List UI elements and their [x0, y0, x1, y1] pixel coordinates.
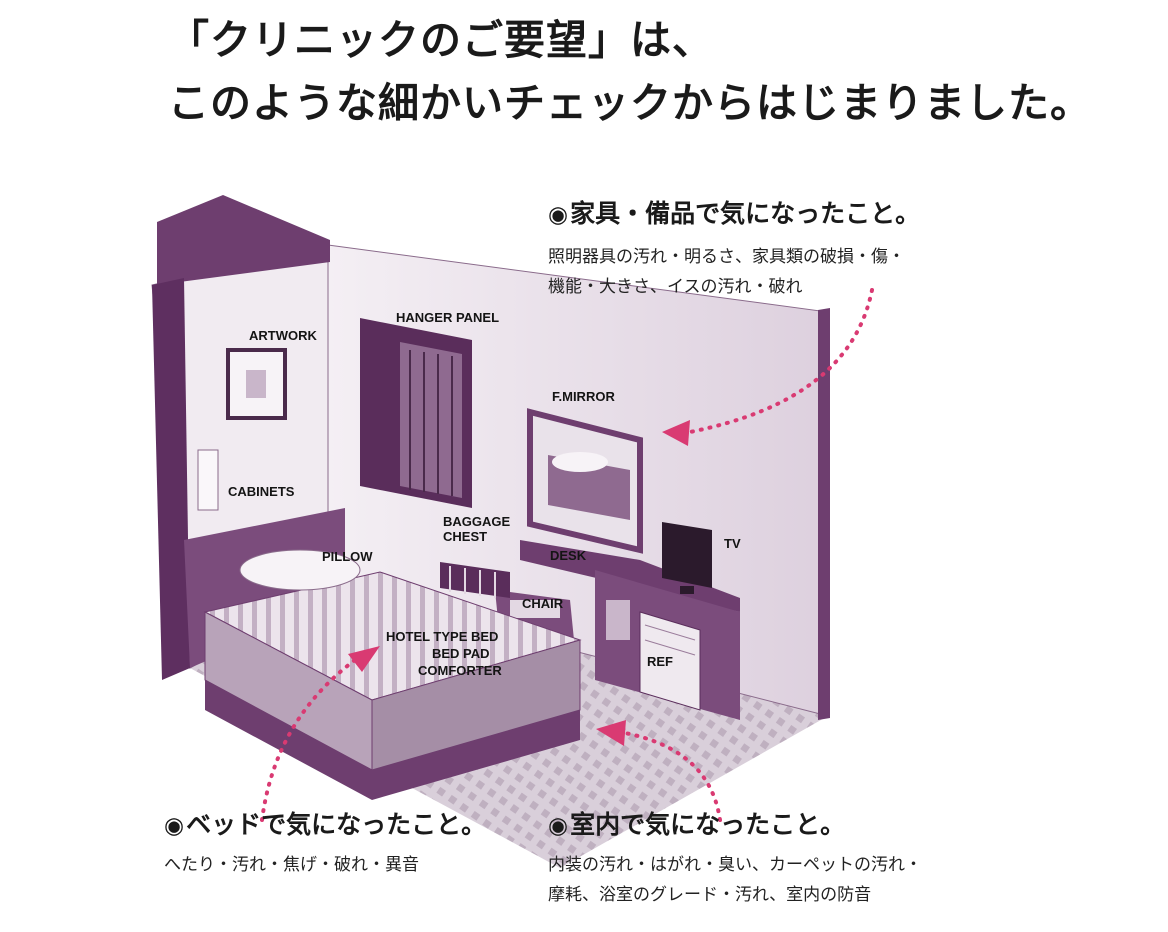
arrow-room-head	[596, 720, 626, 746]
wall-phone	[197, 449, 219, 511]
label-ref: REF	[647, 654, 673, 669]
label-f-mirror: F.MIRROR	[552, 389, 615, 404]
room-callout-text: 内装の汚れ・はがれ・臭い、カーペットの汚れ・ 摩耗、浴室のグレード・汚れ、室内の…	[548, 850, 922, 910]
label-hanger-panel: HANGER PANEL	[396, 310, 499, 325]
label-bed-pad: BED PAD	[432, 646, 490, 661]
arrow-room	[623, 731, 722, 822]
pillow	[239, 549, 361, 591]
label-comforter: COMFORTER	[418, 663, 502, 678]
bullet-icon: ◉	[164, 813, 185, 839]
room-callout-line-2: 摩耗、浴室のグレード・汚れ、室内の防音	[548, 885, 872, 905]
label-pillow: PILLOW	[322, 549, 373, 564]
label-artwork: ARTWORK	[249, 328, 317, 343]
headline-line-2: このような細かいチェックからはじまりました。	[168, 79, 1092, 127]
label-chair: CHAIR	[522, 596, 564, 611]
baggage-rack	[440, 562, 510, 598]
label-baggage-chest-2: CHEST	[443, 529, 487, 544]
tv	[662, 522, 712, 588]
bullet-icon: ◉	[548, 813, 569, 839]
arrow-bed-head	[348, 646, 380, 672]
furniture-callout-line-2: 機能・大きさ、イスの汚れ・破れ	[548, 277, 803, 297]
shelf-item	[606, 600, 630, 640]
furniture-callout-line-1: 照明器具の汚れ・明るさ、家具類の破損・傷・	[548, 247, 905, 267]
furniture-callout-text: 照明器具の汚れ・明るさ、家具類の破損・傷・ 機能・大きさ、イスの汚れ・破れ	[548, 242, 905, 302]
bed-callout-line-1: へたり・汚れ・焦げ・破れ・異音	[164, 855, 419, 875]
right-wall-edge	[818, 308, 830, 720]
label-cabinets: CABINETS	[228, 484, 295, 499]
label-desk: DESK	[550, 548, 587, 563]
furniture-callout-heading: ◉家具・備品で気になったこと。	[548, 199, 921, 228]
bullet-icon: ◉	[548, 202, 569, 228]
label-tv: TV	[724, 536, 741, 551]
arrow-furniture	[688, 288, 874, 434]
headline-line-1: 「クリニックのご要望」は、	[168, 16, 714, 64]
bed-callout-text: へたり・汚れ・焦げ・破れ・異音	[164, 850, 419, 880]
partition-top	[157, 195, 330, 285]
bed-callout-heading: ◉ベッドで気になったこと。	[164, 810, 487, 839]
label-hotel-type-bed: HOTEL TYPE BED	[386, 629, 498, 644]
bed-base	[205, 680, 580, 800]
label-baggage-chest-1: BAGGAGE	[443, 514, 511, 529]
room-callout-line-1: 内装の汚れ・はがれ・臭い、カーペットの汚れ・	[548, 855, 922, 875]
room-callout-heading: ◉室内で気になったこと。	[548, 810, 846, 839]
left-wall-edge	[152, 278, 190, 680]
arrow-furniture-head	[662, 420, 690, 446]
